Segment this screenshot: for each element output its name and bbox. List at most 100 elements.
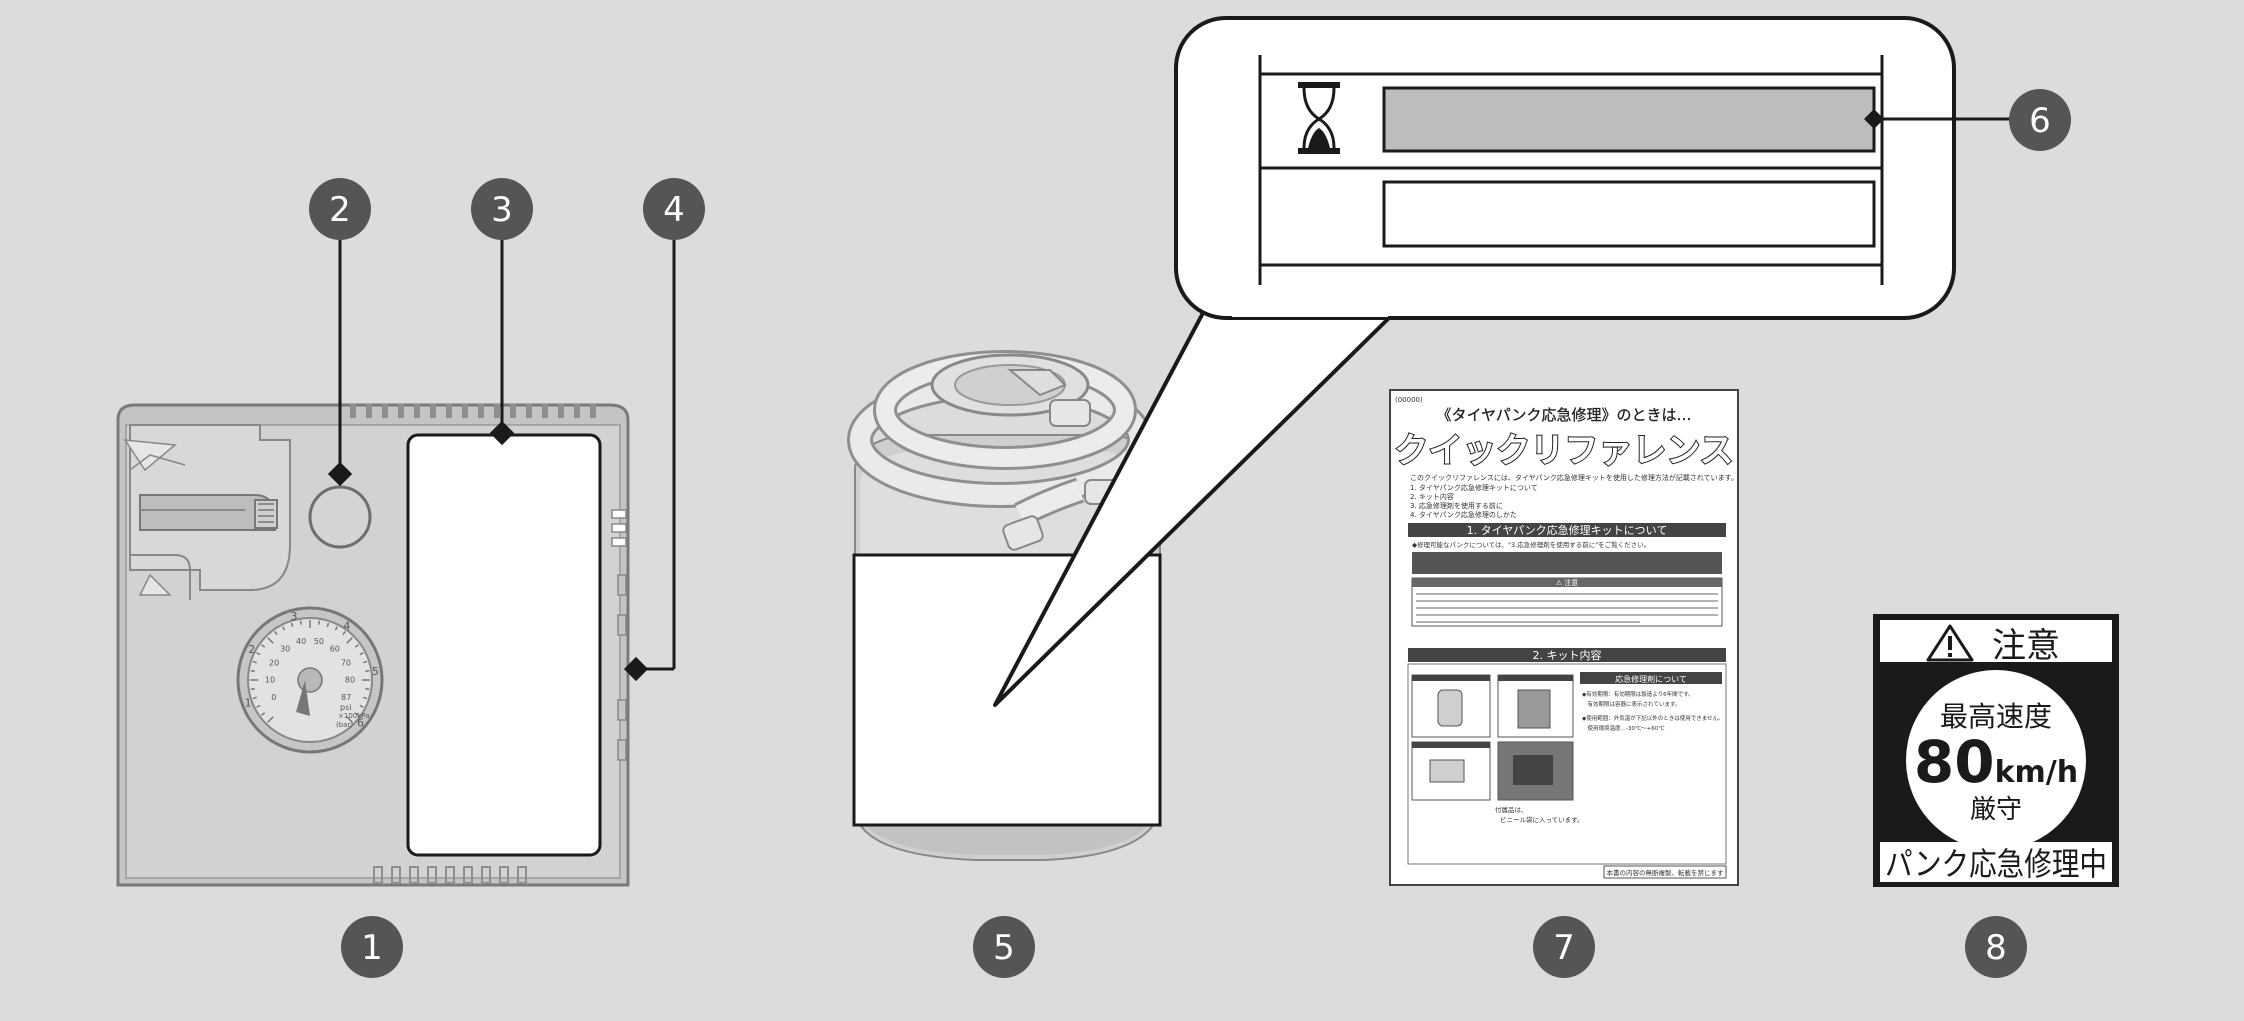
gauge-psi-label: 40 [296,637,306,646]
warning-triangle-icon [1926,624,1974,662]
manual-section1-title: 1. タイヤパンク応急修理キットについて [1467,523,1668,537]
callout-label-3: 3 [491,190,513,230]
gauge-psi-label: 30 [280,645,290,654]
sticker-line1: 最高速度 [1940,700,2052,733]
manual-accessories-note2: ビニール袋に入っています。 [1500,815,1584,824]
power-button [308,485,372,549]
gauge-bar-label: 3 [291,610,298,623]
top-vent [350,404,596,418]
side-ports [611,509,627,761]
quick-reference-manual: (00000) 《タイヤパンク応急修理》のときは… クイックリファレンス このク… [1389,389,1739,886]
speed-limit-sticker: 注意 最高速度 80km/h 厳守 パンク応急修理中 [1873,614,2119,887]
gauge-bar-label: 5 [372,665,379,678]
manual-toc-4: 4. タイヤパンク応急修理のしかた [1410,510,1517,519]
gauge-tick [267,716,274,723]
gauge-tick [256,652,261,656]
hose-clip [123,424,291,600]
sticker-caution: 注意 [1992,626,2060,666]
callout-badge-4: 4 [643,178,705,240]
callout-label-2: 2 [329,190,351,230]
gauge-bar-label: 4 [343,619,350,632]
gauge-tick [334,626,338,631]
gauge-tick [274,631,278,636]
manual-section1-note: ◆修理可能なパンクについては、"3.応急修理剤を使用する前に"をご覧ください。 [1412,540,1650,549]
blank-field [1382,180,1876,248]
sealant-bottle [847,350,1162,861]
expiry-date-field [1382,86,1876,153]
callout-label-4: 4 [663,190,685,230]
manual-sealant-line-4: 使用環境温度…-30℃～+60℃ [1582,724,1664,732]
sticker-speed: 80km/h [1914,728,2078,796]
gauge-psi-label: 10 [265,676,275,685]
gauge-tick [346,716,353,723]
gauge-tick [365,688,370,691]
gauge-psi-label: 70 [341,658,351,667]
gauge-tick [359,704,364,708]
sticker-line3: 厳守 [1970,795,2022,825]
manual-section2-title: 2. キット内容 [1533,648,1602,662]
gauge-bar-label: 1 [244,697,251,710]
manual-footer: 本書の内容の無断複製、転載を禁じます [1607,868,1725,877]
gauge-tick [252,696,257,700]
sticker-speed-unit: km/h [1995,755,2079,790]
callout-badge-1: 1 [341,916,403,978]
gauge-tick [354,644,359,648]
sticker-speed-number: 80 [1914,728,1995,796]
callout-label-8: 8 [1985,928,2007,968]
gauge-tick [290,622,294,627]
manual-toc-1: 1. タイヤパンク応急修理キットについて [1410,483,1538,492]
gauge-tick [252,660,257,664]
callout-leaders [327,240,676,682]
gauge-unit-bar: (bar) [336,721,353,729]
callout-badge-8: 8 [1965,916,2027,978]
gauge-tick [282,626,286,631]
manual-sealant-box-title: 応急修理剤について [1615,674,1687,684]
gauge-tick [354,712,359,716]
gauge-tick [346,637,353,644]
gauge-unit-psi: psi [340,703,351,712]
manual-toc-3: 3. 応急修理剤を使用する前に [1410,501,1503,510]
manual-sealant-line-1: ◆有効期限：有効期限は製造より6年間です。 [1582,690,1694,698]
callout-badge-7: 7 [1533,916,1595,978]
gauge-tick [256,704,261,708]
manual-sealant-line-3: ◆使用範囲：外気温が下記以外のときは使用できません。 [1582,714,1724,722]
manual-title: クイックリファレンス [1394,431,1733,471]
manual-sealant-line-2: 有効期限は容器に表示されています。 [1582,700,1680,708]
manual-accessories-note1: 付属品は、 [1495,805,1528,814]
gauge-tick [299,620,302,625]
gauge-psi-label: 60 [330,645,340,654]
compressor-label-area [406,433,602,857]
gauge-tick [250,688,255,691]
gauge-tick [267,637,274,644]
gauge-psi-label: 80 [345,676,355,685]
gauge-tick [261,712,266,716]
bottom-vent [373,866,527,884]
gauge-tick [363,696,368,700]
gauge-tick [250,669,255,672]
sticker-bottom: パンク応急修理中 [1885,845,2107,883]
callout-badge-5: 5 [973,916,1035,978]
gauge-tick [359,652,364,656]
callout-label-6: 6 [2029,101,2051,141]
callout-label-1: 1 [361,928,383,968]
gauge-tick [365,669,370,672]
gauge-psi-label: 50 [314,637,324,646]
callout-label-5: 5 [993,928,1015,968]
manual-tag: (00000) [1395,396,1423,404]
manual-header: 《タイヤパンク応急修理》のときは… [1436,406,1691,424]
gauge-unit-kpa: ×100kPa [338,712,369,720]
manual-toc-2: 2. キット内容 [1410,492,1454,501]
zoom-bubble [993,16,2010,707]
hourglass-icon [1298,82,1340,154]
gauge-bar-label: 2 [248,643,255,656]
callout-badge-2: 2 [309,178,371,240]
gauge-tick [318,620,321,625]
manual-intro: このクイックリファレンスには、タイヤパンク応急修理キットを使用した修理方法が記載… [1410,473,1738,482]
gauge-psi-label: 20 [269,658,279,667]
gauge-psi-label: 87 [341,693,351,702]
gauge-psi-label: 0 [271,693,276,702]
callout-badge-3: 3 [471,178,533,240]
